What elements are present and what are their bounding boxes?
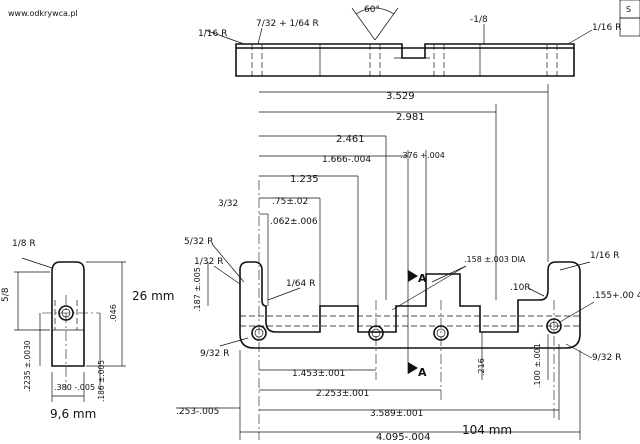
- dim-376: .376 +.004: [400, 151, 445, 160]
- dim-187: .187 ±.005: [193, 267, 202, 312]
- top-right-radius: 1/16 R: [592, 23, 621, 33]
- dim-1235: 1.235: [290, 174, 319, 185]
- dim-2461: 2.461: [336, 134, 365, 145]
- watermark-text: www.odkrywca.pl: [8, 9, 78, 18]
- top-corner-note: S: [626, 5, 631, 14]
- side-height-label: 5/8: [1, 287, 11, 302]
- length-mm: 104 mm: [462, 423, 512, 437]
- mounting-holes: [251, 318, 562, 341]
- top-angle: 60°: [364, 5, 380, 15]
- radius-1-32: 1/32 R: [194, 257, 223, 267]
- side-hole-offset: .186 ±.005: [97, 360, 106, 402]
- side-width-dim: .380 -.005: [54, 383, 95, 392]
- side-hole-depth: .2235 ±.0030: [23, 340, 32, 392]
- radius-5-32: 5/32 R: [184, 237, 213, 247]
- dim-1666: 1.666-.004: [322, 155, 371, 165]
- side-view: [14, 257, 126, 402]
- dim-216: .216: [477, 358, 486, 376]
- dim-1453: 1.453±.001: [292, 369, 345, 379]
- radius-9-32-left: 9/32 R: [200, 349, 229, 359]
- radius-10r: .10R: [510, 283, 531, 293]
- top-left-radius: 1/16 R: [198, 29, 227, 39]
- dim-3589: 3.589±.001: [370, 409, 423, 419]
- side-height-dim: .046: [109, 304, 118, 322]
- dim-3529: 3.529: [386, 91, 415, 102]
- side-radius-label: 1/8 R: [12, 239, 36, 249]
- section-a-top: A: [418, 272, 427, 285]
- hole-dia-note: .158 ±.003 DIA: [464, 255, 526, 264]
- dim-100: .100 ±.001: [533, 343, 542, 388]
- front-view: [176, 84, 595, 440]
- radius-1-64: 1/64 R: [286, 279, 315, 289]
- hole-count-note: .155+.00 4 HOLE: [592, 291, 640, 301]
- dim-4095: 4.095-.004: [376, 432, 431, 443]
- dim-2253: 2.253±.001: [316, 389, 369, 399]
- radius-3-32: 3/32: [218, 199, 238, 209]
- section-a-bottom: A: [418, 366, 427, 379]
- dim-75: .75±.02: [272, 197, 308, 207]
- dim-062: .062±.006: [270, 217, 318, 227]
- side-height-mm: 26 mm: [132, 289, 174, 303]
- top-countersink: 7/32 + 1/64 R: [256, 19, 319, 29]
- dim-253: .253-.005: [176, 407, 219, 417]
- dim-2981: 2.981: [396, 112, 425, 123]
- side-width-mm: 9,6 mm: [50, 407, 96, 421]
- radius-9-32-right: 9/32 R: [592, 353, 621, 363]
- top-view: [204, 0, 640, 77]
- radius-1-16: 1/16 R: [590, 251, 619, 261]
- top-depth: -1/8: [470, 15, 488, 25]
